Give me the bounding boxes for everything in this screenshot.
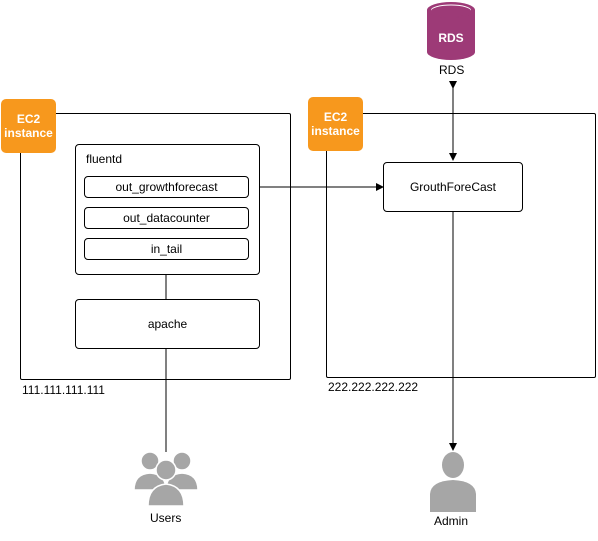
plugin-in-tail-label: in_tail xyxy=(150,242,183,256)
ip-left: 111.111.111.111 xyxy=(22,383,105,397)
plugin-out-datacounter[interactable]: out_datacounter xyxy=(84,207,249,229)
ec2-badge-left: EC2 instance xyxy=(1,99,56,153)
apache-label: apache xyxy=(147,317,188,331)
ec2-badge-right: EC2 instance xyxy=(308,97,363,151)
growthforecast-label: GrouthForeCast xyxy=(409,180,497,194)
ec2-instance-right-frame xyxy=(326,113,596,378)
plugin-out-growthforecast[interactable]: out_growthforecast xyxy=(84,176,249,198)
growthforecast-box[interactable]: GrouthForeCast xyxy=(383,162,523,212)
plugin-out-growthforecast-label: out_growthforecast xyxy=(115,180,218,194)
ec2-badge-right-line2: instance xyxy=(311,124,360,138)
ec2-badge-right-line1: EC2 xyxy=(323,110,348,124)
ip-right: 222.222.222.222 xyxy=(328,380,419,394)
fluentd-title: fluentd xyxy=(86,152,123,166)
user-icon xyxy=(428,450,478,512)
rds-label: RDS xyxy=(439,63,465,77)
rds-icon-text: RDS xyxy=(438,31,464,45)
admin-label: Admin xyxy=(434,514,469,528)
plugin-out-datacounter-label: out_datacounter xyxy=(123,211,210,225)
apache-box[interactable]: apache xyxy=(75,299,260,349)
ec2-instance-left-frame xyxy=(20,113,291,380)
plugin-in-tail[interactable]: in_tail xyxy=(84,238,249,260)
users-label: Users xyxy=(150,511,182,525)
ec2-badge-left-line1: EC2 xyxy=(16,112,41,126)
users-icon xyxy=(133,450,199,508)
ec2-badge-left-line2: instance xyxy=(4,126,53,140)
rds-database-icon: RDS xyxy=(423,1,479,61)
